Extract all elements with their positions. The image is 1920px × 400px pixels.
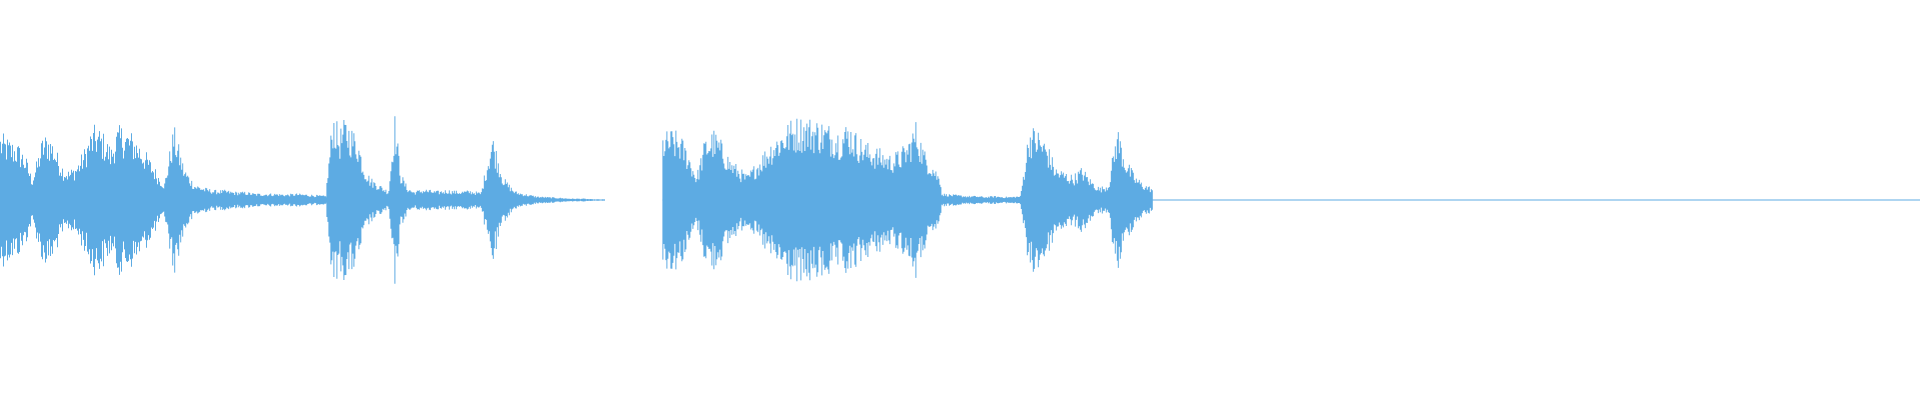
waveform-bars bbox=[0, 116, 1920, 284]
